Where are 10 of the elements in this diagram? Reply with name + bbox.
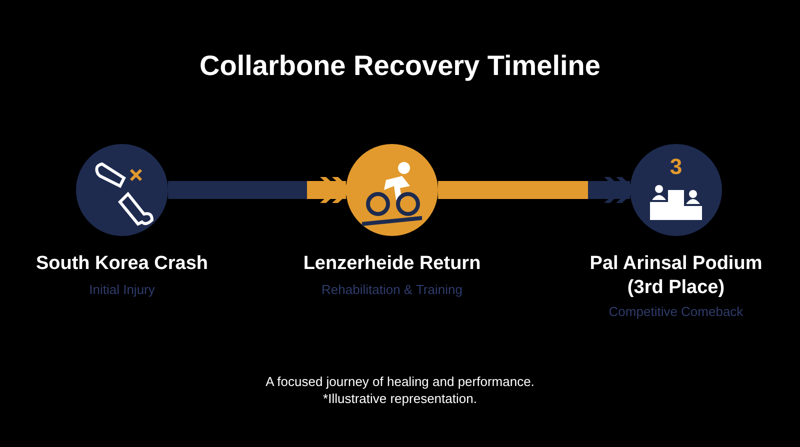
milestone-title: South Korea Crash xyxy=(34,252,210,276)
caption: A focused journey of healing and performance. xyxy=(264,373,536,390)
milestone-subtitle: Initial Injury xyxy=(88,282,156,297)
footnote: *Illustrative representation. xyxy=(322,390,478,407)
milestone-title: Pal Arinsal Podium (3rd Place) xyxy=(588,252,764,300)
rank-number: 3 xyxy=(668,154,684,180)
milestone-subtitle: Rehabilitation & Training xyxy=(320,282,464,297)
milestone-title: Lenzerheide Return xyxy=(302,252,482,276)
title: Collarbone Recovery Timeline xyxy=(198,50,602,82)
milestone-subtitle: Competitive Comeback xyxy=(608,304,744,319)
